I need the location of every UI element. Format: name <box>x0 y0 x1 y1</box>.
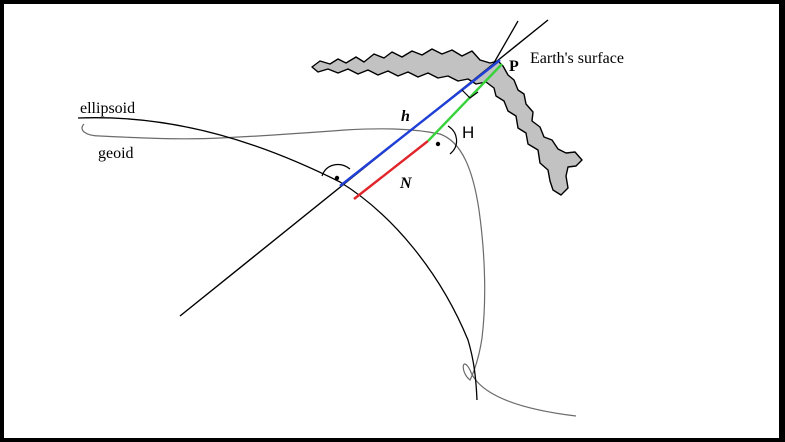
geoid-undulation-label: N <box>399 175 413 192</box>
plumb-line-top <box>490 20 519 69</box>
ellipsoid-label: ellipsoid <box>80 100 135 117</box>
geoid-curve <box>81 123 577 417</box>
geoid-label: geoid <box>98 145 134 162</box>
ellipsoidal-height-label: h <box>401 108 410 125</box>
orthometric-height-segment <box>427 63 503 142</box>
point-p-label: P <box>509 58 519 75</box>
right-angle-marker-surface <box>461 89 479 99</box>
ellipsoid-curve <box>77 117 478 401</box>
right-angle-marker-geoid <box>447 125 458 155</box>
right-angle-dot-ellipsoid <box>334 175 340 181</box>
orthometric-height-label: H <box>462 123 474 142</box>
right-angle-marker-ellipsoid <box>321 163 351 177</box>
earth-surface-label: Earth's surface <box>530 50 624 67</box>
earth-surface-terrain <box>311 48 583 196</box>
right-angle-dot-geoid <box>435 141 441 147</box>
ellipsoidal-height-segment <box>339 59 501 187</box>
geoid-undulation-segment <box>353 140 429 200</box>
